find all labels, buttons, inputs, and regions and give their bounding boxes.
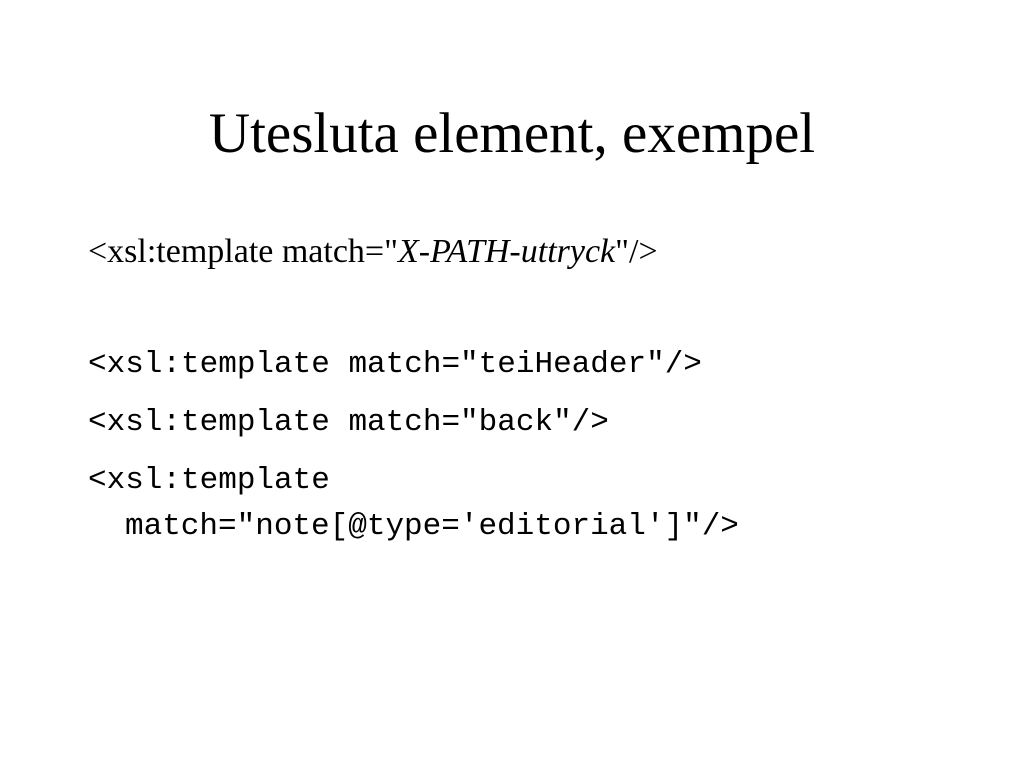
code-line-back: <xsl:template match="back"/>: [88, 405, 609, 440]
slide-title: Utesluta element, exempel: [208, 102, 816, 165]
code-line-note-continuation: match="note[@type='editorial']"/>: [125, 509, 739, 544]
syntax-line: <xsl:template match="X-PATH-uttryck"/>: [88, 226, 658, 278]
syntax-prefix: <xsl:template match=": [88, 233, 398, 270]
code-line-note-start: <xsl:template: [88, 463, 330, 498]
code-line-teiheader: <xsl:template match="teiHeader"/>: [88, 347, 702, 382]
syntax-placeholder: X-PATH-uttryck: [397, 233, 616, 270]
syntax-suffix: "/>: [615, 233, 658, 270]
